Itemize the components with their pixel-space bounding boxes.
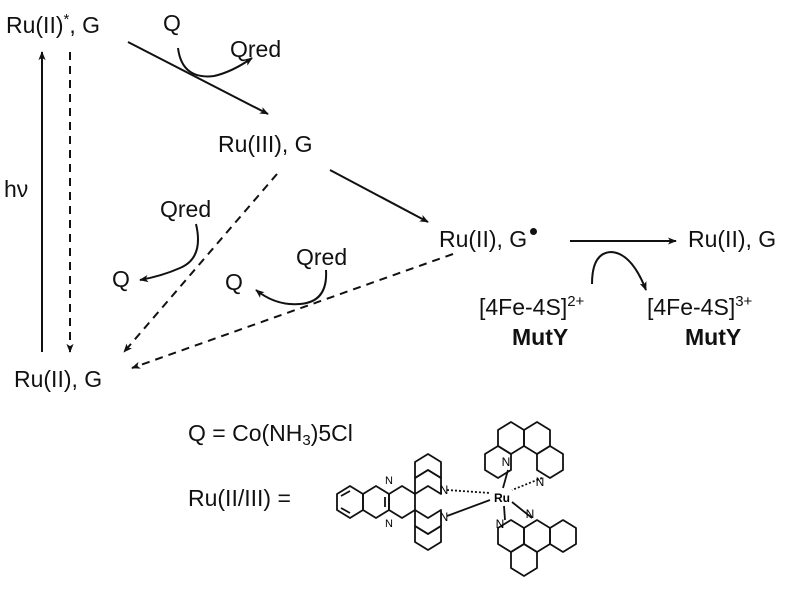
muty-label-left: MutY — [512, 324, 569, 350]
qred-to-q-curve-mid — [139, 223, 199, 283]
qred-label-mid: Qred — [160, 196, 212, 222]
hv-label: hν — [4, 176, 29, 202]
ground-state-label: Ru(II), G — [14, 366, 103, 392]
ruthenium-definition: Ru(II/III) = — [188, 485, 291, 511]
phen2-n-left: N — [496, 517, 505, 531]
back-transfer-dashed-arrow-1 — [123, 173, 278, 353]
guanine-oxidation-arrow — [329, 169, 429, 223]
cluster-reduced-label: [4Fe-4S]2+ — [479, 293, 585, 320]
dppz-n-bottom: N — [440, 510, 449, 524]
q-label-mid: Q — [112, 266, 130, 292]
qred-label-right: Qred — [296, 244, 348, 270]
qred-label-top: Qred — [230, 36, 282, 62]
pyrazine-n-top: N — [385, 475, 393, 487]
guanine-radical-label: Ru(II), G — [439, 228, 538, 251]
quencher-label-top: Q — [163, 10, 181, 36]
phen2-n-right: N — [526, 507, 535, 521]
quenching-arrow — [127, 41, 269, 115]
phen1-n-left: N — [502, 455, 511, 469]
product-state-label: Ru(II), G — [688, 226, 777, 252]
q-label-right: Q — [225, 269, 243, 295]
q-to-qred-curve — [177, 47, 253, 78]
quencher-definition: Q = Co(NH3)5Cl — [188, 420, 353, 449]
ruthenium-center: Ru — [494, 491, 510, 505]
cluster-oxidized-label: [4Fe-4S]3+ — [647, 293, 753, 320]
muty-label-right: MutY — [685, 324, 742, 350]
qred-to-q-curve-right — [255, 269, 328, 306]
radical-dot-icon — [530, 228, 538, 235]
ru-iii-state-label: Ru(III), G — [218, 131, 313, 157]
excited-state-label: Ru(II)*, G — [6, 11, 101, 38]
pyrazine-n-bottom: N — [385, 518, 393, 530]
back-transfer-dashed-arrow-2 — [131, 253, 454, 369]
dppz-n-top: N — [440, 483, 449, 497]
phen1-n-right: N — [536, 475, 545, 489]
cluster-oxidation-curve — [591, 250, 647, 291]
